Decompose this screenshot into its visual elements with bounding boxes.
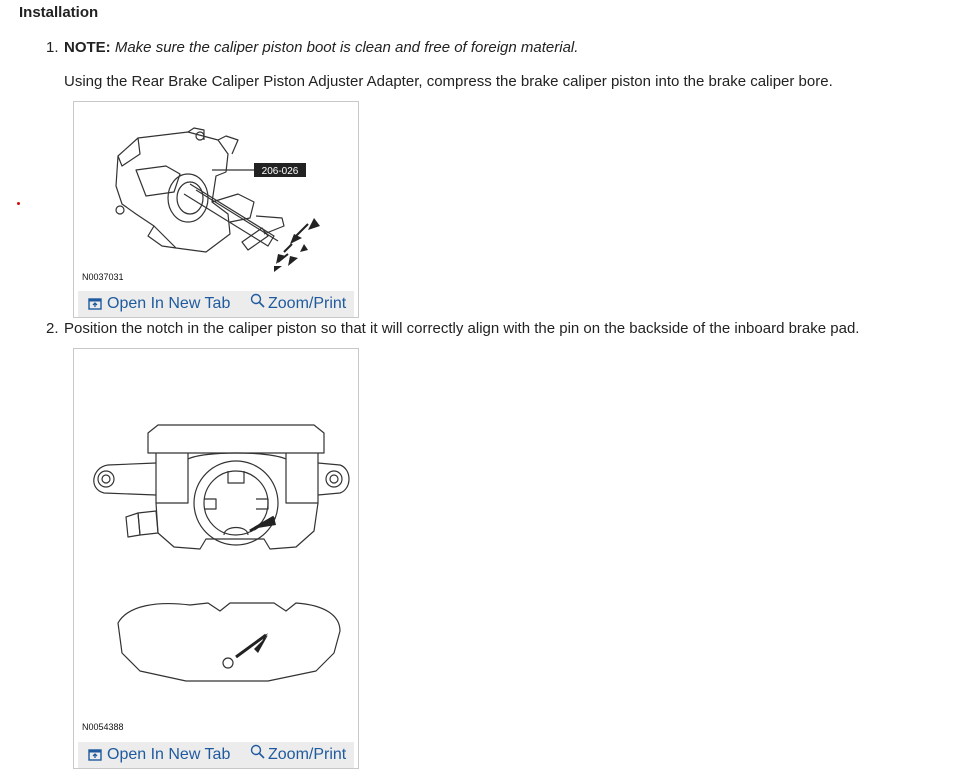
zoom-print-label: Zoom/Print [268, 295, 347, 312]
figure-2: N0054388 Open In New Tab Zoom/Print [73, 348, 359, 769]
zoom-print-link[interactable]: Zoom/Print [250, 293, 347, 313]
open-in-new-tab-link[interactable]: Open In New Tab [88, 295, 230, 313]
figure-code: N0037031 [82, 272, 124, 282]
tool-label: 206-026 [262, 166, 299, 177]
step-2-text: Position the notch in the caliper piston… [64, 320, 860, 337]
red-dot-marker [17, 202, 20, 205]
step-1-note: NOTE: Make sure the caliper piston boot … [64, 39, 578, 56]
magnifier-icon [250, 744, 265, 759]
caliper-piston-notch-illustration [93, 424, 350, 682]
open-in-new-tab-label: Open In New Tab [107, 295, 231, 312]
caliper-piston-tool-illustration: 206-026 [115, 127, 320, 272]
figure-code: N0054388 [82, 722, 124, 732]
note-text: Make sure the caliper piston boot is cle… [114, 39, 579, 56]
zoom-print-link[interactable]: Zoom/Print [250, 744, 347, 764]
figure-2-illustration [78, 353, 354, 737]
figure-1-illustration: 206-026 [78, 106, 354, 286]
open-new-tab-icon [88, 298, 102, 310]
note-label: NOTE: [64, 39, 111, 56]
open-new-tab-icon [88, 749, 102, 761]
section-title: Installation [19, 4, 99, 21]
figure-2-actions: Open In New Tab Zoom/Print [78, 742, 354, 768]
figure-1-actions: Open In New Tab Zoom/Print [78, 291, 354, 317]
step-1-text: Using the Rear Brake Caliper Piston Adju… [64, 73, 833, 90]
magnifier-icon [250, 293, 265, 308]
open-in-new-tab-link[interactable]: Open In New Tab [88, 746, 230, 764]
open-in-new-tab-label: Open In New Tab [107, 746, 231, 763]
step-1-number: 1. [46, 39, 59, 56]
zoom-print-label: Zoom/Print [268, 746, 347, 763]
figure-1: 206-026 N0037031 Op [73, 101, 359, 318]
step-2-number: 2. [46, 320, 59, 337]
